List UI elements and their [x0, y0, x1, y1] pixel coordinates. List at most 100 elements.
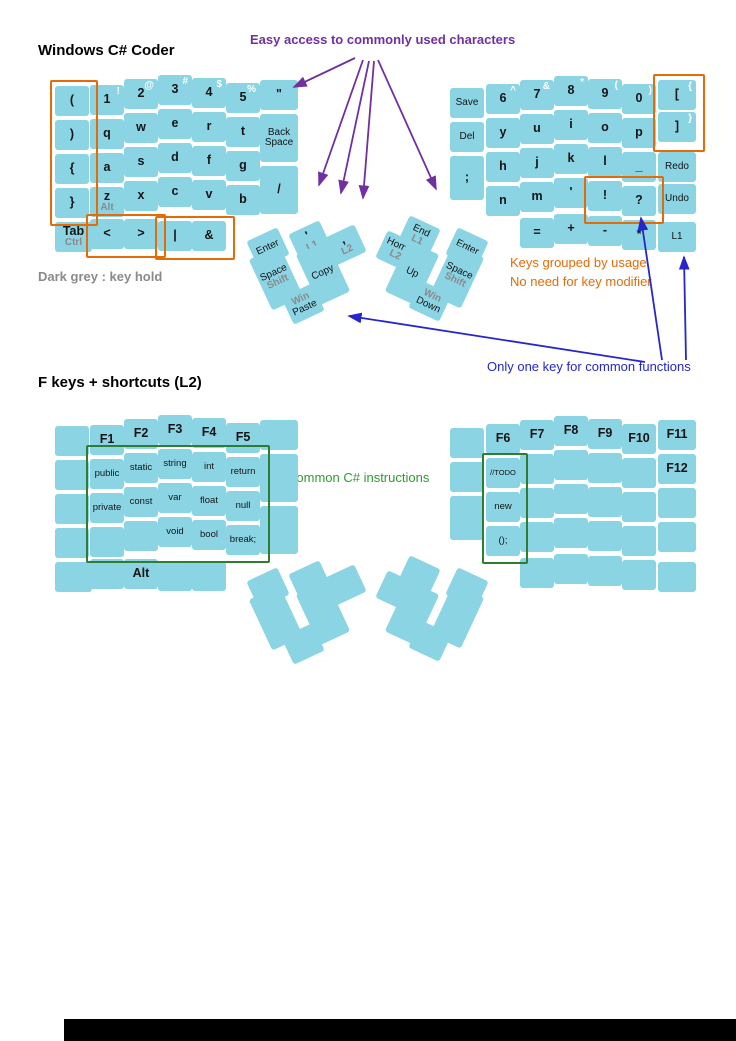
- keycap-label: 0: [635, 91, 643, 106]
- annotation-arrow: [678, 255, 690, 361]
- keycap-label: F10: [628, 431, 650, 446]
- keycap-label: Up: [404, 264, 421, 281]
- keycap-label: ): [69, 127, 75, 142]
- key-undo: Undo: [658, 184, 696, 214]
- keycap-label: Undo: [665, 192, 689, 204]
- key-blank: [55, 460, 89, 490]
- box-angle-brackets: [86, 214, 166, 258]
- key-v: v: [192, 180, 226, 210]
- key-f9: F9: [588, 419, 622, 449]
- key-u: u: [520, 114, 554, 144]
- key-7: &7: [520, 80, 554, 110]
- keycap-label: e: [171, 116, 179, 131]
- key-blank: [55, 426, 89, 456]
- note-easy-access: Easy access to commonly used characters: [250, 32, 516, 47]
- key-//todo: //TODO: [486, 458, 520, 488]
- keycap-label: /: [277, 182, 281, 197]
- keycap-label: g: [239, 158, 247, 173]
- keycap-label: }: [69, 195, 75, 210]
- key-blank: [658, 488, 696, 518]
- key-l: l: [588, 147, 622, 177]
- key->: >: [124, 219, 158, 249]
- keycap-label: d: [171, 150, 179, 165]
- key-d: d: [158, 143, 192, 173]
- keycap-label: b: [239, 192, 247, 207]
- key-blank: [450, 428, 484, 458]
- key-null: null: [226, 491, 260, 521]
- key-blank: [588, 487, 622, 517]
- hold-function-label: Ctrl: [64, 237, 83, 249]
- keycap-label: a: [103, 160, 111, 175]
- keycap-label: Back Space: [264, 126, 294, 148]
- key-o: o: [588, 113, 622, 143]
- key-c: c: [158, 177, 192, 207]
- keycap-label: break;: [229, 534, 257, 546]
- key-f5: F5: [226, 423, 260, 453]
- key-(: (: [55, 86, 89, 116]
- keycap-label: private: [92, 502, 122, 514]
- key-public: public: [90, 459, 124, 489]
- keycap-label: 2: [137, 86, 145, 101]
- key-|: |: [158, 221, 192, 251]
- key-b: b: [226, 185, 260, 215]
- key-{: {: [55, 154, 89, 184]
- key-*: *: [622, 220, 656, 250]
- annotation-arrow: [318, 59, 364, 187]
- key-s: s: [124, 147, 158, 177]
- key-1: !1: [90, 85, 124, 115]
- key-f4: F4: [192, 418, 226, 448]
- key-): ): [55, 120, 89, 150]
- key-/: /: [260, 166, 298, 214]
- keycap-label: z: [103, 189, 111, 204]
- keycap-label: m: [531, 189, 543, 204]
- key-f8: F8: [554, 416, 588, 446]
- key-f7: F7: [520, 420, 554, 450]
- key-blank: [260, 506, 298, 554]
- keycap-label: F9: [597, 426, 613, 441]
- keycap-label: -: [602, 223, 608, 238]
- key-blank: [622, 492, 656, 522]
- key-blank: [588, 521, 622, 551]
- key-q: q: [90, 119, 124, 149]
- key-0: )0: [622, 84, 656, 114]
- shifted-char-label: !: [116, 86, 120, 97]
- keycap-label: >: [137, 226, 145, 241]
- keycap-label: F2: [133, 426, 149, 441]
- key-blank: [588, 556, 622, 586]
- annotation-arrow: [377, 59, 437, 191]
- key-back-space: Back Space: [260, 114, 298, 162]
- key-float: float: [192, 486, 226, 516]
- keycap-label: 5: [239, 90, 247, 105]
- keycap-label: void: [166, 526, 184, 538]
- key-l1: L1: [658, 222, 696, 252]
- keycap-label: bool: [200, 529, 218, 541]
- keycap-label: y: [499, 125, 507, 140]
- annotation-arrow: [358, 60, 375, 200]
- keycap-label: {: [69, 161, 75, 176]
- key-f10: F10: [622, 424, 656, 454]
- keycap-label: //TODO: [490, 468, 516, 478]
- key-blank: [554, 450, 588, 480]
- keycap-label: Save: [455, 96, 479, 108]
- note-one-key-common-functions: Only one key for common functions: [487, 359, 691, 374]
- keycap-label: 3: [171, 82, 179, 97]
- keycap-label: +: [567, 221, 575, 236]
- key-string: string: [158, 449, 192, 479]
- page-bottom-bar: [64, 1019, 736, 1041]
- shifted-char-label: $: [216, 79, 222, 90]
- key-m: m: [520, 182, 554, 212]
- keycap-label: Alt: [132, 566, 150, 581]
- key-blank: [55, 528, 89, 558]
- key-g: g: [226, 151, 260, 181]
- shifted-char-label: @: [144, 80, 154, 91]
- keycap-label: F11: [666, 427, 688, 442]
- key-4: $4: [192, 78, 226, 108]
- keycap-label: u: [533, 121, 541, 136]
- keycap-label: p: [635, 125, 643, 140]
- key-return: return: [226, 457, 260, 487]
- key-k: k: [554, 144, 588, 174]
- box-exclaim-question: [584, 176, 664, 224]
- key-blank: [450, 462, 484, 492]
- key--: -: [588, 216, 622, 246]
